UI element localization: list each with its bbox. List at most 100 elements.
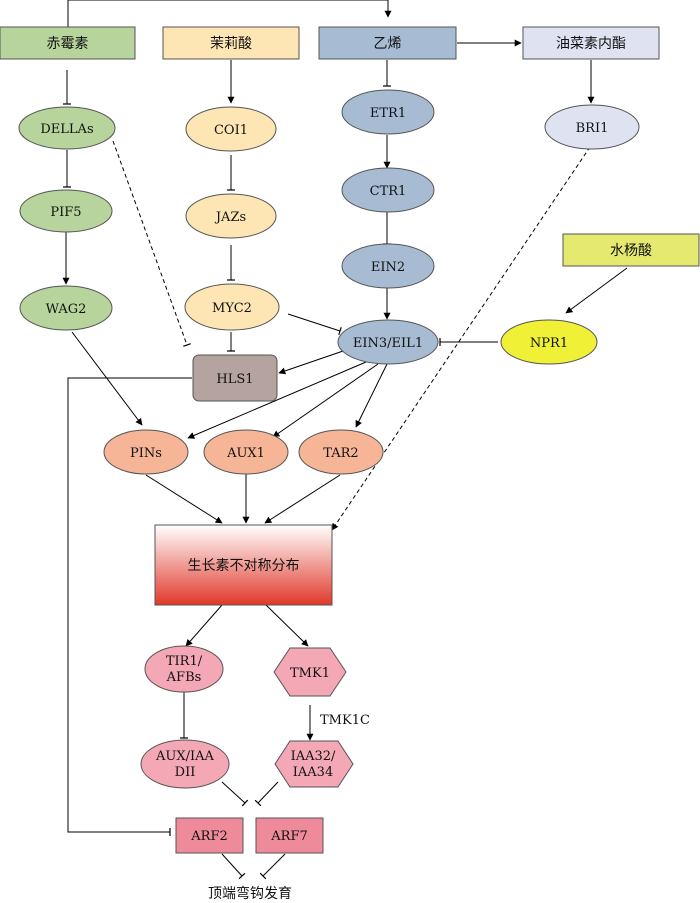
node-ein3: EIN3/EIL1 xyxy=(337,319,439,365)
node-hls1: HLS1 xyxy=(192,354,278,402)
node-wag2: WAG2 xyxy=(19,285,113,331)
aux-iaa-label-line2: DII xyxy=(175,765,196,780)
edge-ein3-to-aux1 xyxy=(272,363,379,438)
tar2-label: TAR2 xyxy=(323,446,358,461)
edge-dellas-inhibits-hls1 xyxy=(112,140,191,347)
edge-hls1-inhibits-arf2 xyxy=(67,377,192,836)
tmk1c-annotation: TMK1C xyxy=(320,713,370,728)
etr1-ellipse xyxy=(341,89,435,135)
edge-myc2-inhibits-ein3 xyxy=(287,313,342,335)
node-auxin-asym: 生长素不对称分布 xyxy=(154,524,333,606)
edge-aux-iaa-inhibits-arfs xyxy=(221,781,249,807)
node-jasmonic-acid: 茉莉酸 xyxy=(162,26,300,60)
node-tar2: TAR2 xyxy=(298,429,384,475)
node-jazs: JAZs xyxy=(185,193,277,239)
tir1-ellipse xyxy=(144,645,224,693)
npr1-ellipse xyxy=(500,319,598,365)
node-salicylic-acid: 水杨酸 xyxy=(562,233,700,267)
node-arf2: ARF2 xyxy=(175,817,244,854)
edge-auxin-asym-to-tmk1 xyxy=(265,604,309,647)
edge-gibberellin-to-ethylene xyxy=(67,0,392,27)
node-tir1: TIR1/ AFBs xyxy=(144,645,224,693)
brassinolide-label: 油菜素内酯 xyxy=(556,36,626,52)
wag2-label: WAG2 xyxy=(46,302,87,317)
pins-ellipse xyxy=(103,429,189,475)
arf7-box xyxy=(255,817,324,854)
tmk1-hexagon xyxy=(273,647,347,697)
node-pins: PINs xyxy=(103,429,189,475)
edge-tar2-to-auxin-asym xyxy=(264,474,341,524)
node-pif5: PIF5 xyxy=(19,189,113,233)
jazs-ellipse xyxy=(185,193,277,239)
edge-arf7-to-apical-hook xyxy=(259,853,286,880)
ethylene-label: 乙烯 xyxy=(374,36,402,52)
ein3-label: EIN3/EIL1 xyxy=(353,336,423,351)
node-aux1: AUX1 xyxy=(203,429,289,475)
coi1-ellipse xyxy=(185,106,277,152)
node-etr1: ETR1 xyxy=(341,89,435,135)
salicylic-acid-box xyxy=(562,233,700,267)
jasmonic-acid-label: 茉莉酸 xyxy=(210,35,252,52)
coi1-label: COI1 xyxy=(214,123,248,138)
edge-ein3-to-hls1 xyxy=(278,349,347,375)
ein2-label: EIN2 xyxy=(371,260,405,275)
jazs-label: JAZs xyxy=(214,210,246,225)
edge-ein3-to-pins xyxy=(187,361,367,439)
edge-ein3-to-tar2 xyxy=(355,363,388,428)
node-bri1: BRI1 xyxy=(544,104,640,150)
tir1-label-line1: TIR1/ xyxy=(166,654,203,669)
bri1-ellipse xyxy=(544,104,640,150)
node-aux-iaa: AUX/IAA DII xyxy=(140,739,230,789)
dellas-label: DELLAs xyxy=(40,122,93,137)
pins-label: PINs xyxy=(130,446,162,461)
node-ctr1: CTR1 xyxy=(341,167,435,213)
aux-iaa-ellipse xyxy=(140,739,230,789)
jasmonic-acid-box xyxy=(162,26,300,60)
node-myc2: MYC2 xyxy=(184,283,280,331)
etr1-label: ETR1 xyxy=(370,106,406,121)
node-ein2: EIN2 xyxy=(341,243,435,289)
pif5-label: PIF5 xyxy=(50,205,81,220)
gibberellin-box xyxy=(0,26,136,60)
node-brassinolide: 油菜素内酯 xyxy=(522,26,660,60)
ctr1-label: CTR1 xyxy=(370,184,407,199)
arf2-box xyxy=(175,817,244,854)
edge-auxin-asym-to-tir1 xyxy=(185,604,223,647)
auxin-asym-box xyxy=(154,524,333,606)
node-gibberellin: 赤霉素 xyxy=(0,26,136,60)
myc2-ellipse xyxy=(184,283,280,331)
brassinolide-box xyxy=(522,26,660,60)
auxin-asym-label: 生长素不对称分布 xyxy=(188,558,300,574)
tir1-label-line2: AFBs xyxy=(166,670,202,685)
tar2-ellipse xyxy=(298,429,384,475)
pif5-ellipse xyxy=(19,189,113,233)
wag2-ellipse xyxy=(19,285,113,331)
dellas-ellipse xyxy=(18,106,116,150)
salicylic-acid-label: 水杨酸 xyxy=(610,243,652,259)
edge-pins-to-auxin-asym xyxy=(145,474,223,524)
aux1-label: AUX1 xyxy=(226,446,265,461)
node-coi1: COI1 xyxy=(185,106,277,152)
ethylene-box xyxy=(318,26,457,60)
tmk1-label: TMK1 xyxy=(290,666,330,681)
hls1-box xyxy=(192,354,278,402)
aux-iaa-label-line1: AUX/IAA xyxy=(155,749,215,764)
node-dellas: DELLAs xyxy=(18,106,116,150)
myc2-label: MYC2 xyxy=(212,301,252,316)
iaa32-label-line1: IAA32/ xyxy=(291,749,336,764)
node-npr1: NPR1 xyxy=(500,319,598,365)
edge-salicylic-acid-to-npr1 xyxy=(565,267,628,314)
arf7-label: ARF7 xyxy=(270,829,307,844)
edge-arf2-inhibits-apical-hook xyxy=(221,853,246,880)
bri1-label: BRI1 xyxy=(576,121,609,136)
npr1-label: NPR1 xyxy=(530,336,568,351)
iaa32-hexagon xyxy=(274,740,354,788)
aux1-ellipse xyxy=(203,429,289,475)
gibberellin-label: 赤霉素 xyxy=(47,36,89,52)
hls1-label: HLS1 xyxy=(216,372,253,387)
edges xyxy=(62,0,628,880)
node-iaa32: IAA32/ IAA34 xyxy=(274,740,354,788)
ein3-ellipse xyxy=(337,319,439,365)
edge-iaa32-inhibits-arfs xyxy=(254,781,279,807)
